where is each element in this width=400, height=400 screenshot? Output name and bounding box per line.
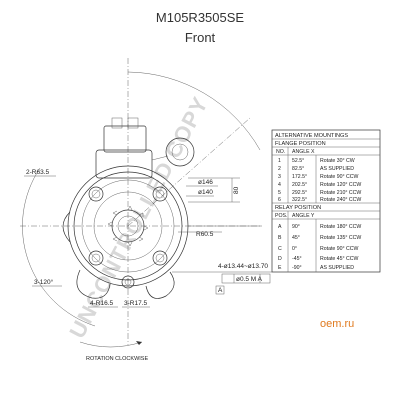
outer-arc-top <box>127 71 261 151</box>
terminal-2 <box>127 117 139 129</box>
dim-d146: ø146 <box>198 179 213 186</box>
tolerance-value: ø0.5 M A <box>236 276 263 283</box>
svg-text:-90°: -90° <box>292 265 302 271</box>
svg-text:Rotate 135° CCW: Rotate 135° CCW <box>320 235 361 241</box>
rotation-arc <box>79 341 143 348</box>
relay-col-angle: ANGLE Y <box>292 213 315 219</box>
svg-text:172.5°: 172.5° <box>292 174 307 180</box>
svg-text:D: D <box>278 256 282 262</box>
svg-text:292.5°: 292.5° <box>292 190 307 196</box>
terminal-1 <box>111 117 123 129</box>
drawing-title: M105R3505SE <box>155 10 245 25</box>
dim-a120: 3-120° <box>34 278 54 286</box>
svg-text:82.5°: 82.5° <box>292 166 304 172</box>
svg-text:Rotate 90° CCW: Rotate 90° CCW <box>320 246 359 252</box>
relay-col-pos: POS. <box>275 213 287 219</box>
svg-text:B: B <box>278 235 282 241</box>
svg-text:Rotate 30° CW: Rotate 30° CW <box>320 158 355 164</box>
svg-text:AS SUPPLIED: AS SUPPLIED <box>320 166 354 172</box>
relay-body <box>165 137 195 167</box>
flange-col-no: NO. <box>276 149 285 155</box>
relay-cap <box>171 143 189 161</box>
svg-text:Rotate 120° CCW: Rotate 120° CCW <box>320 182 361 188</box>
svg-text:1: 1 <box>278 158 281 164</box>
solenoid-cap <box>103 125 147 153</box>
table-title: ALTERNATIVE MOUNTINGS <box>275 133 348 139</box>
svg-text:AS SUPPLIED: AS SUPPLIED <box>320 265 354 271</box>
relay-link <box>151 155 169 161</box>
svg-text:2: 2 <box>278 166 281 172</box>
dim-r635: 2-R63.5 <box>26 169 50 176</box>
svg-text:202.5°: 202.5° <box>292 182 307 188</box>
svg-text:5: 5 <box>278 190 281 196</box>
alternative-mountings-table <box>271 129 381 273</box>
svg-text:Rotate 90° CCW: Rotate 90° CCW <box>320 174 359 180</box>
dim-r605: R60.5 <box>196 231 214 238</box>
mounting-holes <box>88 186 168 289</box>
housing-inner <box>81 179 175 273</box>
svg-text:-45°: -45° <box>292 256 302 262</box>
flange-ear-left <box>62 211 71 243</box>
rotation-arrowhead <box>136 341 142 345</box>
site-logo: oem.ru <box>320 318 354 330</box>
svg-text:3: 3 <box>278 174 281 180</box>
svg-text:322.5°: 322.5° <box>292 197 307 203</box>
svg-text:Rotate 45° CCW: Rotate 45° CCW <box>320 256 359 262</box>
flange-rows: 1 52.5° Rotate 30° CW 2 82.5° AS SUPPLIE… <box>278 158 361 203</box>
dim-r165: 4-R16.5 <box>90 300 114 307</box>
svg-text:Rotate 210° CCW: Rotate 210° CCW <box>320 190 361 196</box>
tolerance-frame <box>221 273 271 284</box>
svg-text:4: 4 <box>278 182 281 188</box>
svg-text:Rotate 180° CCW: Rotate 180° CCW <box>320 224 361 230</box>
datum-a: A <box>218 287 223 294</box>
svg-text:0°: 0° <box>292 246 297 252</box>
angle-centerline <box>127 117 251 227</box>
svg-text:C: C <box>278 246 282 252</box>
datum-box <box>215 285 225 295</box>
svg-text:52.5°: 52.5° <box>292 158 304 164</box>
drawing-subtitle: Front <box>184 30 216 45</box>
dim-r175: 3-R17.5 <box>124 300 148 307</box>
svg-text:6: 6 <box>278 197 281 203</box>
svg-text:45°: 45° <box>292 235 300 241</box>
flange-col-angle: ANGLE X <box>292 149 315 155</box>
svg-text:Rotate 240° CCW: Rotate 240° CCW <box>320 197 361 203</box>
svg-text:90°: 90° <box>292 224 300 230</box>
dim-hole-callout: 4-ø13.44~ø13.70 <box>218 263 268 270</box>
svg-text:A: A <box>278 224 282 230</box>
dim-d140: ø140 <box>198 189 213 196</box>
relay-header: RELAY POSITION <box>275 205 321 211</box>
dim-80: 80 <box>233 186 240 194</box>
outer-arc-left <box>22 167 96 327</box>
flange-ear-bottom-left <box>76 269 111 299</box>
rotation-label: ROTATION CLOCKWISE <box>86 356 148 362</box>
relay-rows: A 90° Rotate 180° CCW B 45° Rotate 135° … <box>278 224 361 271</box>
flange-ear-bottom-right <box>145 271 175 299</box>
housing-ring <box>73 171 183 281</box>
solenoid-body <box>95 149 153 179</box>
pinion-teeth <box>107 205 149 247</box>
flange-header: FLANGE POSITION <box>275 141 326 147</box>
pinion-inner <box>117 215 139 237</box>
svg-text:E: E <box>278 265 282 271</box>
pilot-ring <box>93 191 163 261</box>
